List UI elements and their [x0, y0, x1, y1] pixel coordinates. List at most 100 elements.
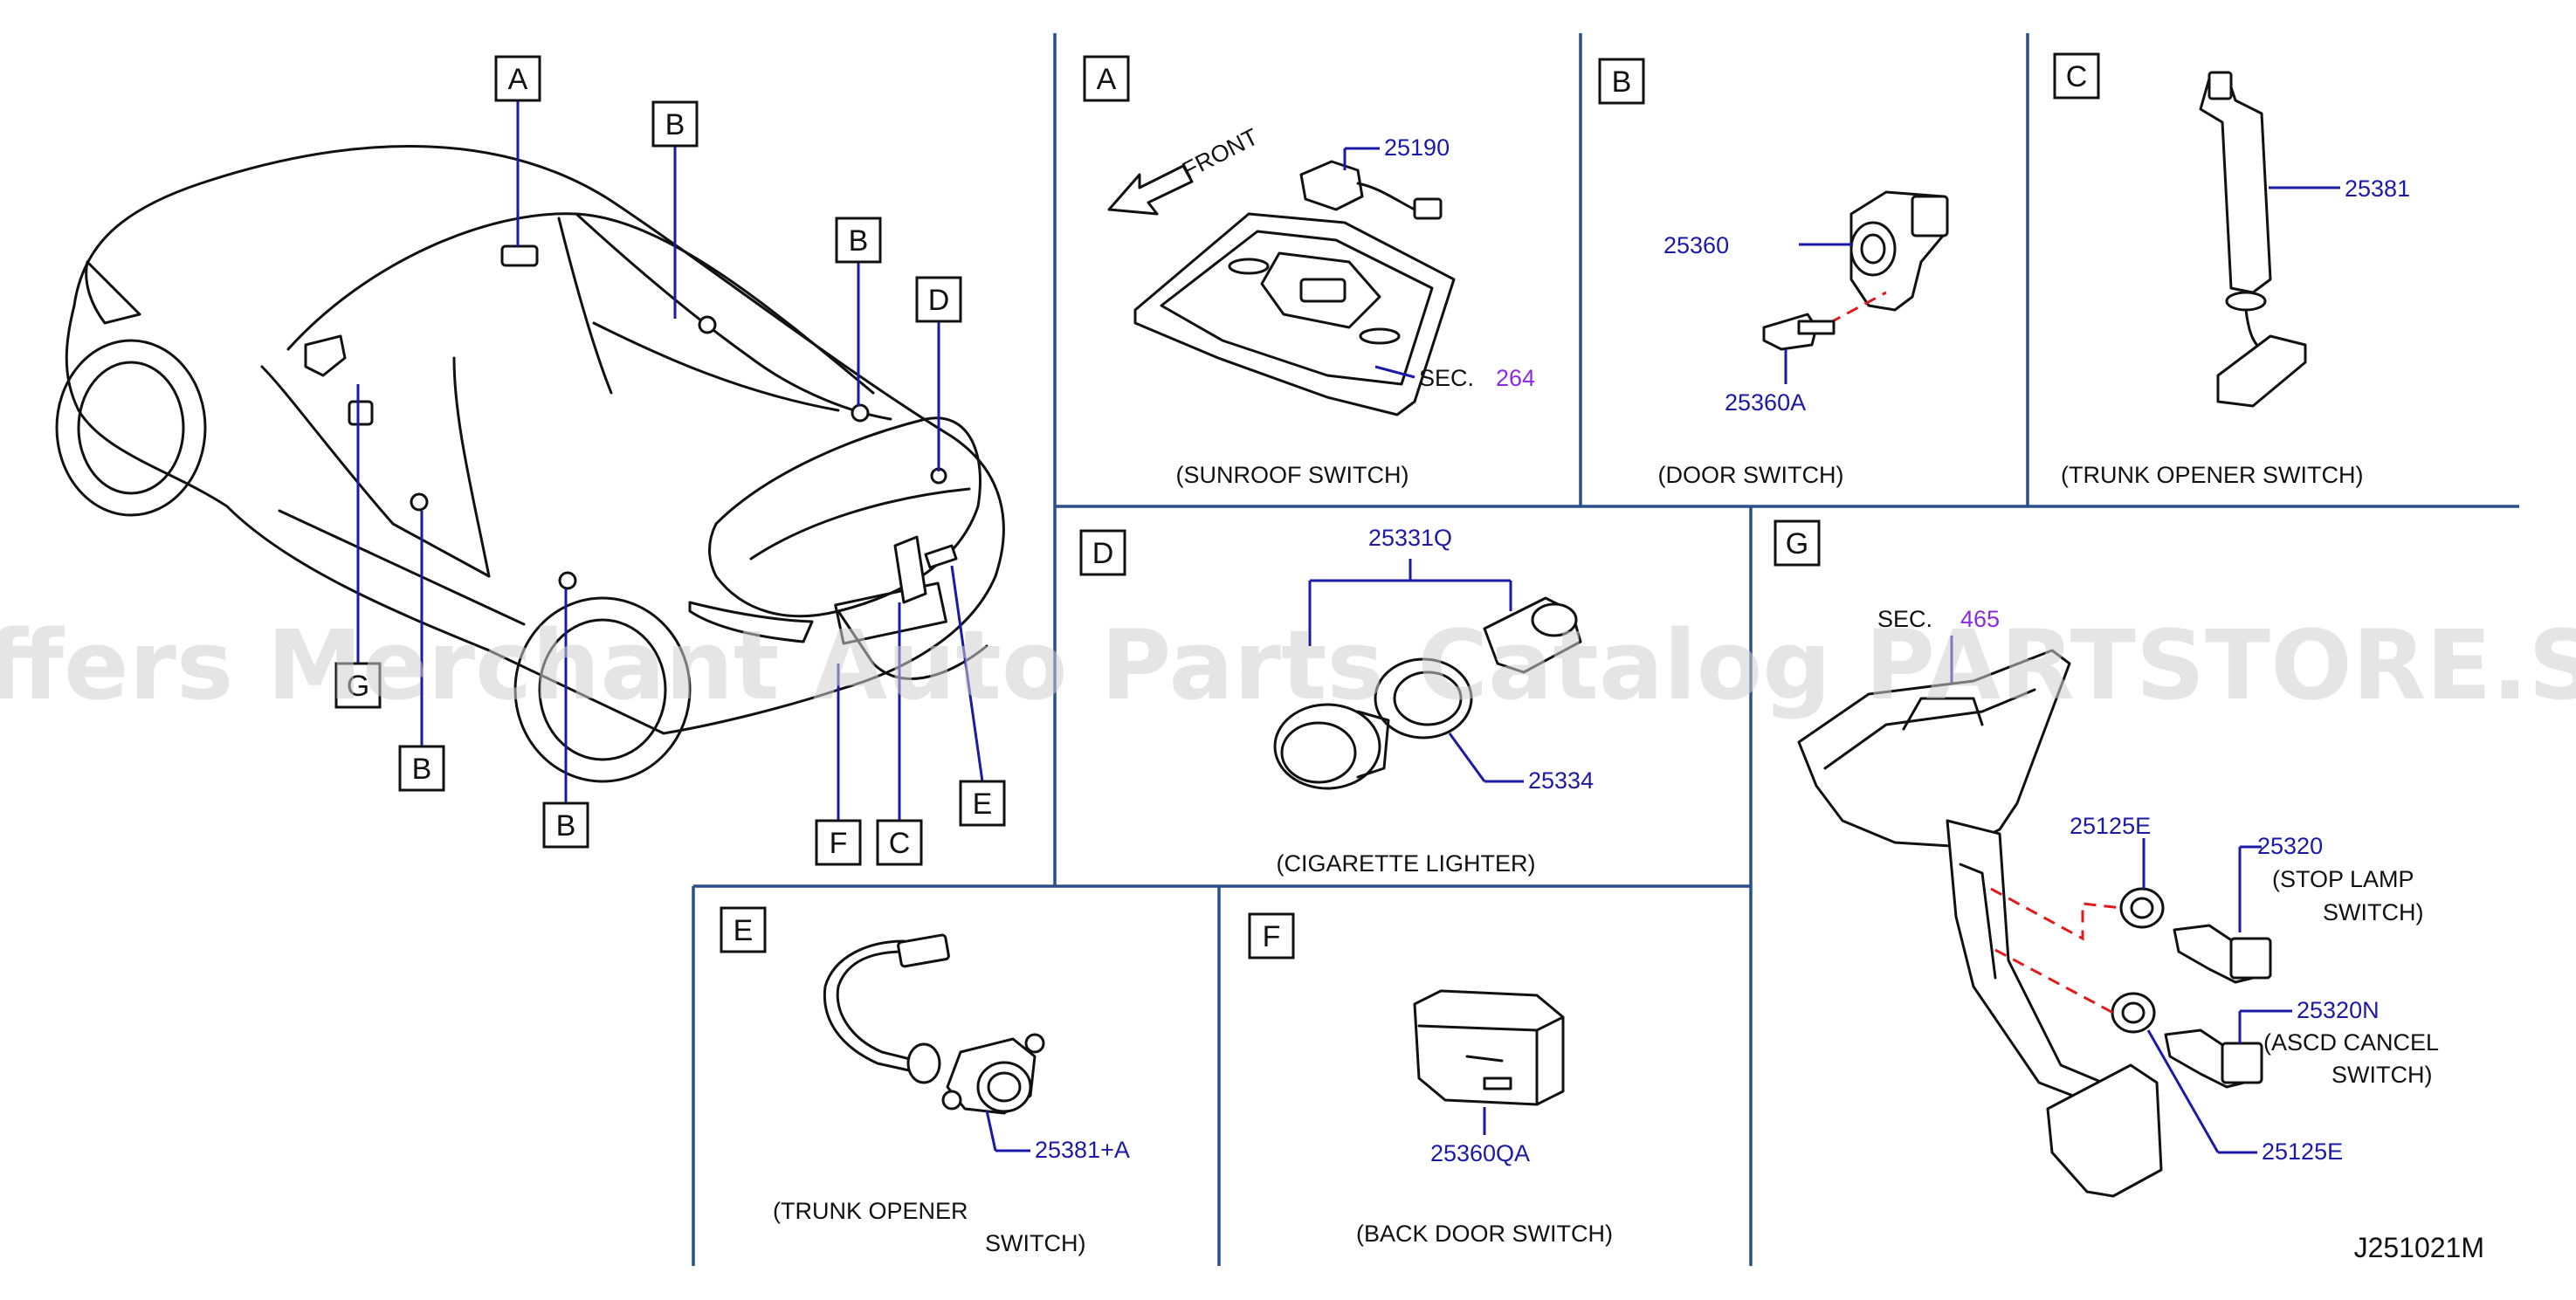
callout-box	[651, 100, 699, 148]
rear-hatch	[708, 416, 981, 618]
panel-grid	[692, 33, 2519, 1266]
callout-letter: A	[508, 63, 528, 96]
overview-callout-d: D	[915, 276, 962, 323]
panel-e-letter: E	[734, 914, 754, 947]
panel-f-letter: F	[1263, 920, 1281, 953]
caption-trunk-opener-e-1: (TRUNK OPENER	[773, 1198, 968, 1224]
panel-a: A FRONT 25190 SEC. 264 (SUNROOF SWITCH)	[1083, 55, 1535, 488]
sec-prefix-g: SEC.	[1877, 606, 1932, 632]
license-plate	[834, 581, 947, 645]
callout-box	[542, 801, 589, 849]
pedal-bracket	[1797, 649, 2071, 849]
vehicle-overview	[55, 100, 1005, 821]
caption-cigarette-lighter: (CIGARETTE LIGHTER)	[1276, 850, 1535, 877]
part-25360: 25360	[1663, 232, 1729, 258]
callout-box	[398, 745, 445, 792]
caption-trunk-opener-e-2: SWITCH)	[985, 1230, 1085, 1256]
part-25331q: 25331Q	[1368, 525, 1452, 551]
overview-callout-c: C	[876, 819, 923, 866]
part-25320: 25320	[2257, 833, 2323, 859]
sec-prefix-a: SEC.	[1419, 365, 1474, 391]
steering-column-location	[304, 334, 347, 377]
trunk-opener-actuator	[2199, 72, 2272, 294]
callout-letter: B	[849, 224, 869, 258]
callout-letter: D	[928, 284, 950, 317]
vehicle-body-outline	[65, 145, 1005, 735]
overview-callout-b: B	[542, 801, 589, 849]
callout-letter: B	[556, 809, 576, 843]
trunk-switch-cable	[836, 950, 919, 1063]
brake-pedal-arm	[1946, 819, 2115, 1106]
front-arrow-icon	[1107, 164, 1194, 216]
part-25125e-bottom: 25125E	[2262, 1138, 2343, 1165]
panel-c-letter: C	[2066, 60, 2088, 93]
callout-letter: E	[973, 788, 993, 821]
panel-c: C 25381 (TRUNK OPENER SWITCH)	[2053, 52, 2410, 488]
clip-25125e-top	[2119, 887, 2165, 929]
stop-lamp-label-1: (STOP LAMP	[2272, 866, 2414, 892]
panel-f: F 25360QA (BACK DOOR SWITCH)	[1248, 912, 1613, 1247]
callout-box	[915, 276, 962, 323]
callout-letter: F	[830, 827, 848, 860]
callout-box	[815, 819, 862, 866]
sec-264: 264	[1496, 365, 1535, 391]
stop-lamp-label-2: SWITCH)	[2323, 899, 2423, 925]
sec-465: 465	[1960, 606, 2000, 632]
caption-trunk-opener-c: (TRUNK OPENER SWITCH)	[2061, 462, 2364, 488]
overview-callout-b: B	[835, 217, 882, 264]
panel-g-letter: G	[1786, 527, 1808, 561]
watermark-text: Offers Merchant Auto Parts Catalog PARTS…	[0, 609, 2576, 721]
overview-callout-a: A	[494, 55, 541, 102]
sunroof-switch-location	[500, 244, 539, 267]
brake-pedal-pad	[2046, 1063, 2163, 1198]
sunroof-switch-module	[1299, 160, 1364, 211]
front-wheel	[55, 339, 207, 517]
part-25320n: 25320N	[2297, 997, 2380, 1023]
callout-letter: B	[412, 753, 432, 786]
panel-d: D 25331Q 25334 (CIGARETTE LIGHTER)	[1079, 525, 1594, 877]
back-door-switch	[1413, 989, 1565, 1106]
overview-callout-g: G	[334, 662, 382, 709]
ascd-label-2: SWITCH)	[2331, 1062, 2432, 1088]
panel-a-letter: A	[1097, 63, 1117, 96]
callout-letter: G	[347, 670, 369, 703]
panel-b-letter: B	[1612, 65, 1632, 99]
rear-wheel	[513, 596, 692, 783]
overview-callout-e: E	[959, 780, 1006, 827]
callout-letter: C	[889, 827, 911, 860]
part-25381a: 25381+A	[1035, 1137, 1130, 1163]
overview-leaders	[356, 100, 984, 821]
callout-box	[334, 662, 382, 709]
overview-callouts: A B B D G B B E F C	[334, 55, 1006, 866]
part-25360qa: 25360QA	[1430, 1140, 1530, 1166]
caption-sunroof-switch: (SUNROOF SWITCH)	[1176, 462, 1409, 488]
caption-back-door-switch: (BACK DOOR SWITCH)	[1356, 1221, 1613, 1247]
caption-door-switch: (DOOR SWITCH)	[1658, 462, 1844, 488]
callout-letter: B	[665, 108, 685, 141]
part-25381: 25381	[2345, 175, 2410, 202]
overhead-console	[1133, 212, 1456, 416]
part-25125e-top: 25125E	[2070, 813, 2151, 839]
part-25334: 25334	[1528, 767, 1594, 794]
rear-window	[575, 212, 892, 421]
trunk-opener-connector	[2216, 334, 2307, 408]
front-label: FRONT	[1178, 123, 1262, 183]
part-25190: 25190	[1384, 134, 1450, 161]
callout-box	[876, 819, 923, 866]
clip-25125e-bottom	[2111, 992, 2156, 1034]
overview-callout-b: B	[398, 745, 445, 792]
ascd-label-1: (ASCD CANCEL	[2263, 1029, 2439, 1056]
callout-box	[494, 55, 541, 102]
panel-e: E 25381+A (TRUNK OPENER SWITCH)	[720, 906, 1130, 1256]
panel-b: B 25360 25360A (DOOR SWITCH)	[1598, 58, 1949, 488]
callout-box	[835, 217, 882, 264]
diagram-code: J251021M	[2354, 1232, 2484, 1263]
callout-box	[959, 780, 1006, 827]
panel-d-letter: D	[1092, 537, 1114, 570]
overview-callout-b: B	[651, 100, 699, 148]
part-25360a: 25360A	[1725, 389, 1806, 416]
overview-callout-f: F	[815, 819, 862, 866]
panel-g: G SEC. 465 25125E 25320 (STOP LAMP	[1774, 519, 2439, 1198]
